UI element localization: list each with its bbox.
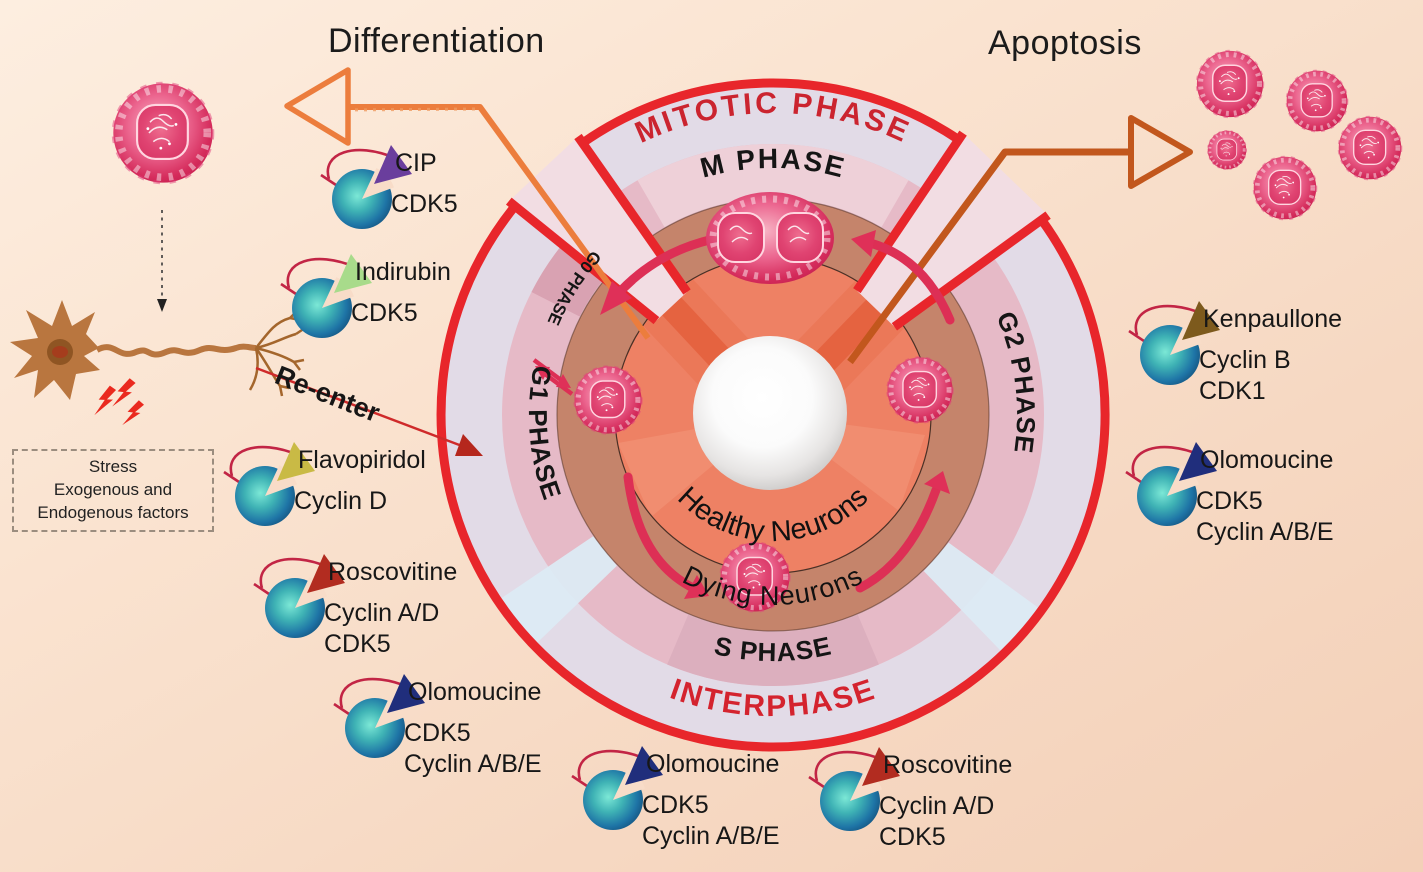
inhibitor-name: Kenpaullone: [1203, 305, 1343, 333]
apoptotic-cells: [1197, 51, 1401, 219]
center-sphere: [693, 336, 847, 490]
cdk-sphere-glyph: [332, 674, 425, 760]
inhibitor-target: CDK5: [642, 791, 709, 819]
dashed-arrow: [157, 210, 167, 312]
gap-right: [856, 133, 1049, 327]
cdk-sphere-glyph: [279, 254, 372, 340]
separator-wedge-right: [923, 542, 1043, 655]
apoptosis-arrow: [847, 115, 1193, 365]
inhibitor-kenpaullone: Kenpaullone Cyclin B CDK1: [1125, 293, 1375, 421]
inhibitor-flavopiridol: Flavopiridol Cyclin D: [220, 434, 470, 562]
cdk-sphere-glyph: [570, 746, 663, 832]
differentiation-arrow: [284, 67, 651, 340]
inhibitor-triangle: [387, 674, 425, 713]
differentiated-cell: [113, 83, 212, 182]
inhibitor-cip: CIP CDK5: [317, 137, 567, 265]
stress-bolts: [94, 378, 145, 426]
inhibitor-name: Olomoucine: [408, 678, 542, 706]
mitotic-wedge-border: [580, 78, 962, 147]
inhibitor-triangle: [334, 254, 372, 293]
stress-line-2: Exogenous and: [53, 479, 173, 499]
reenter-arrowhead: [455, 434, 483, 456]
apoptosis-arrowhead: [1128, 115, 1193, 189]
cycle-direction-arrowheads: [600, 230, 950, 599]
cdk-sphere-glyph: [807, 747, 900, 833]
inhibitor-name: Indirubin: [355, 258, 451, 286]
inhibitor-name: Roscovitine: [328, 558, 458, 586]
stress-line-3: Endogenous factors: [37, 502, 189, 522]
cdk-sphere-glyph: [1124, 442, 1217, 528]
g0-exchange-arrowheads: [535, 366, 571, 388]
inhibitor-target: Cyclin A/B/E: [642, 822, 780, 850]
inhibitor-roscovitine-s: Roscovitine Cyclin A/D CDK5: [805, 739, 1055, 867]
inhibitor-target: CDK5: [1196, 487, 1263, 515]
cdk-sphere-glyph: [319, 145, 412, 231]
inhibitor-target: CDK5: [879, 823, 946, 851]
inhibitor-triangle: [1179, 442, 1217, 481]
stress-factors-box: Stress Exogenous and Endogenous factors: [12, 449, 214, 532]
cdk-sphere-glyph: [1127, 301, 1220, 387]
inhibitor-triangle: [625, 746, 663, 785]
stress-line-1: Stress: [88, 457, 138, 476]
inhibitor-target: Cyclin B: [1199, 346, 1291, 374]
inhibitor-target: Cyclin D: [294, 487, 388, 515]
separator-wedge-left: [496, 536, 617, 647]
reenter-arrow: [255, 366, 483, 456]
inhibitor-name: Olomoucine: [646, 750, 780, 778]
neuron-illustration: [10, 300, 306, 426]
inhibitor-name: Flavopiridol: [298, 446, 426, 474]
cell-g2: [887, 357, 952, 422]
inhibitor-target: CDK5: [351, 299, 418, 327]
inhibitor-name: CIP: [395, 149, 437, 177]
inhibitor-triangle: [374, 145, 412, 184]
inhibitor-indirubin: Indirubin CDK5: [277, 246, 527, 374]
cell-g1: [574, 366, 641, 433]
inhibitor-name: Olomoucine: [1200, 446, 1334, 474]
healthy-neurons-circle: [614, 256, 932, 574]
m-phase-dividing-cell: [706, 192, 834, 284]
differentiation-label: Differentiation: [328, 22, 545, 60]
inhibitor-target: Cyclin A/D: [879, 792, 995, 820]
inhibitor-name: Roscovitine: [883, 751, 1013, 779]
inhibitor-target: Cyclin A/B/E: [404, 750, 542, 778]
m-segment: [637, 143, 909, 228]
inhibitor-target: CDK5: [324, 630, 391, 658]
inhibitor-triangle: [862, 747, 900, 786]
cycle-borders: [436, 78, 1110, 752]
differentiation-arrowhead: [284, 67, 351, 146]
apoptosis-label: Apoptosis: [988, 24, 1142, 62]
inhibitor-triangle: [307, 554, 345, 593]
s-segment: [667, 614, 879, 687]
inhibitor-target: Cyclin A/B/E: [1196, 518, 1334, 546]
inhibitor-target: CDK5: [391, 190, 458, 218]
inhibitor-roscovitine-g1: Roscovitine Cyclin A/D CDK5: [250, 546, 500, 674]
inhibitor-triangle: [1182, 301, 1220, 340]
interphase-border: [436, 203, 1110, 752]
inhibitor-target: CDK5: [404, 719, 471, 747]
inhibitor-triangle: [277, 442, 315, 481]
cdk-sphere-glyph: [252, 554, 345, 640]
inhibitor-target: Cyclin A/D: [324, 599, 440, 627]
cdk-sphere-glyph: [222, 442, 315, 528]
inhibitor-target: CDK1: [1199, 377, 1266, 405]
